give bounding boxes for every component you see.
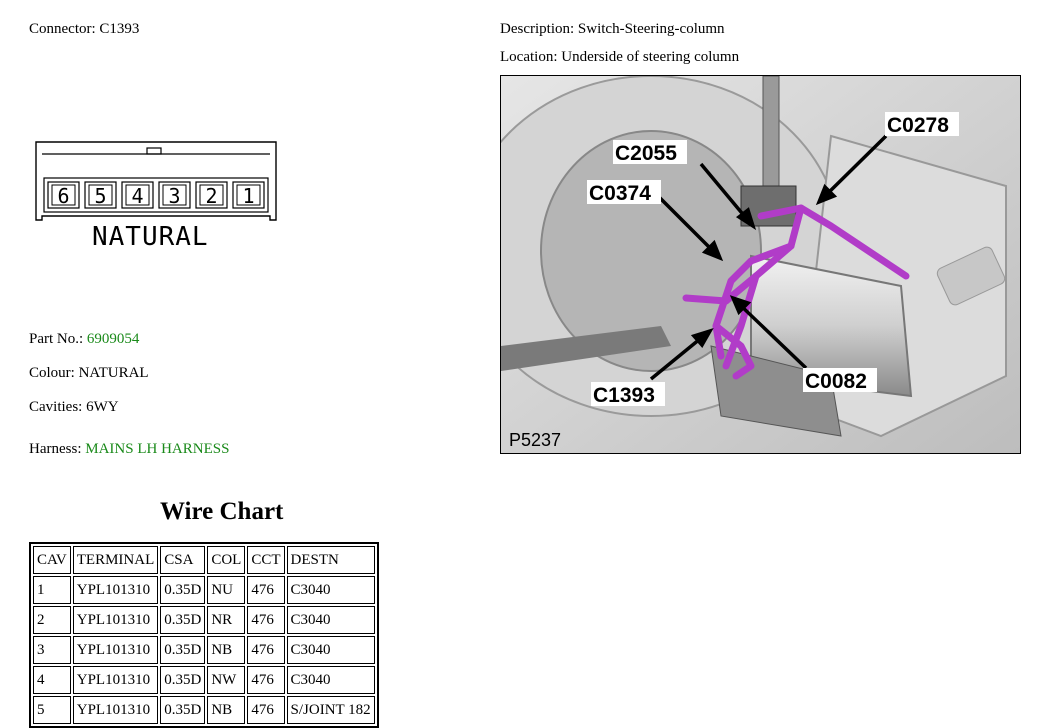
table-cell: 5 <box>33 696 71 724</box>
pin-box <box>158 181 191 209</box>
harness-value[interactable]: MAINS LH HARNESS <box>85 441 230 457</box>
description-line: Description: Switch-Steering-column <box>500 21 725 38</box>
part-no-value[interactable]: 6909054 <box>86 331 140 347</box>
colour-value: NATURAL <box>78 365 149 381</box>
pin-number: 1 <box>242 184 254 208</box>
description-label: Description: <box>500 21 575 37</box>
wire-chart-header-cell: CSA <box>160 546 206 574</box>
pin-box-inner <box>199 184 224 206</box>
table-cell: NB <box>207 696 246 724</box>
pin-number: 3 <box>168 184 180 208</box>
location-photo-svg: C2055 C0278 C0374 C1393 C0082 P5237 <box>501 76 1020 453</box>
connector-label: Connector: <box>29 21 96 37</box>
table-cell: 476 <box>247 606 285 634</box>
table-cell: YPL101310 <box>72 696 159 724</box>
table-cell: C3040 <box>286 606 375 634</box>
wire-chart-title: Wire Chart <box>160 498 284 525</box>
part-no-line: Part No.: 6909054 <box>29 331 139 348</box>
pin-box <box>232 181 265 209</box>
pin-boxes: 6 5 4 3 2 1 <box>47 181 265 209</box>
connector-caption: NATURAL <box>92 222 209 252</box>
table-cell: 476 <box>247 696 285 724</box>
part-no-label: Part No.: <box>29 331 84 347</box>
pin-number: 6 <box>57 184 69 208</box>
table-cell: 0.35D <box>160 606 206 634</box>
table-cell: 476 <box>247 576 285 604</box>
table-cell: 476 <box>247 636 285 664</box>
callout-arrows <box>649 134 888 381</box>
colour-line: Colour: NATURAL <box>29 365 149 382</box>
table-cell: YPL101310 <box>72 606 159 634</box>
table-cell: YPL101310 <box>72 636 159 664</box>
table-cell: 3 <box>33 636 71 664</box>
table-cell: C3040 <box>286 636 375 664</box>
pin-number: 2 <box>205 184 217 208</box>
connector-value: C1393 <box>99 21 140 37</box>
wire-chart-header-cell: COL <box>207 546 246 574</box>
table-cell: NB <box>207 636 246 664</box>
callout-c2055: C2055 <box>615 142 677 165</box>
location-photo: C2055 C0278 C0374 C1393 C0082 P5237 <box>500 75 1021 454</box>
table-cell: 476 <box>247 666 285 694</box>
pin-box-inner <box>51 184 76 206</box>
cavities-value: 6WY <box>86 399 119 415</box>
wire-chart-header-cell: CAV <box>33 546 71 574</box>
pin-box-inner <box>236 184 261 206</box>
table-cell: C3040 <box>286 576 375 604</box>
table-cell: 2 <box>33 606 71 634</box>
location-line: Location: Underside of steering column <box>500 49 739 66</box>
pin-box <box>195 181 228 209</box>
table-cell: NR <box>207 606 246 634</box>
table-cell: 0.35D <box>160 696 206 724</box>
connector-face-svg: 6 5 4 3 2 1 <box>35 141 277 221</box>
callout-c0082: C0082 <box>805 370 867 393</box>
callout-c0278: C0278 <box>887 114 949 137</box>
table-cell: NW <box>207 666 246 694</box>
connector-face-drawing: 6 5 4 3 2 1 NATURAL <box>30 138 280 258</box>
pin-box-inner <box>88 184 113 206</box>
pin-box <box>47 181 80 209</box>
photo-ref: P5237 <box>509 430 561 450</box>
pin-box-inner <box>162 184 187 206</box>
table-cell: NU <box>207 576 246 604</box>
table-cell: 4 <box>33 666 71 694</box>
location-label: Location: <box>500 49 558 65</box>
description-value: Switch-Steering-column <box>577 21 725 37</box>
table-cell: 0.35D <box>160 666 206 694</box>
location-value: Underside of steering column <box>561 49 740 65</box>
wire-chart-header-cell: DESTN <box>286 546 375 574</box>
pin-number: 5 <box>94 184 106 208</box>
table-cell: YPL101310 <box>72 576 159 604</box>
pin-box <box>121 181 154 209</box>
harness-highlight <box>682 204 910 380</box>
wire-chart-header-cell: CCT <box>247 546 285 574</box>
callout-c1393: C1393 <box>593 384 655 407</box>
connector-line: Connector: C1393 <box>29 21 139 38</box>
cavities-label: Cavities: <box>29 399 83 415</box>
table-cell: YPL101310 <box>72 666 159 694</box>
pin-box <box>84 181 117 209</box>
table-cell: S/JOINT 182 <box>286 696 375 724</box>
table-cell: 0.35D <box>160 576 206 604</box>
colour-label: Colour: <box>29 365 75 381</box>
harness-line: Harness: MAINS LH HARNESS <box>29 441 229 458</box>
callout-c0374: C0374 <box>589 182 651 205</box>
table-cell: 1 <box>33 576 71 604</box>
pin-number: 4 <box>131 184 143 208</box>
pin-box-inner <box>125 184 150 206</box>
harness-label: Harness: <box>29 441 82 457</box>
cavities-line: Cavities: 6WY <box>29 399 119 416</box>
table-cell: 0.35D <box>160 636 206 664</box>
wire-chart-header-cell: TERMINAL <box>72 546 159 574</box>
table-cell: C3040 <box>286 666 375 694</box>
